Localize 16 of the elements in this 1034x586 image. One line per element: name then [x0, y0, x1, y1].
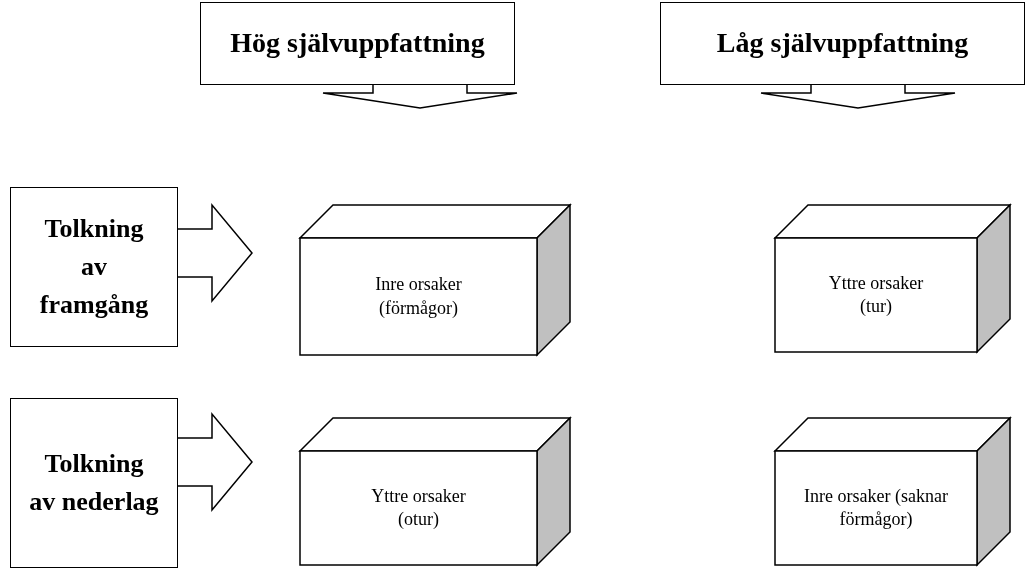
category-box — [10, 187, 178, 347]
box-text: Inre orsaker (förmågor) — [374, 273, 463, 320]
box-label: Tolkning av framgång — [38, 213, 150, 321]
box-label: Låg självuppfattning — [716, 26, 969, 61]
block-arrow — [177, 411, 253, 513]
block-arrow — [760, 84, 956, 109]
box-label: Tolkning av nederlag — [29, 448, 159, 518]
box-text: Yttre orsaker (tur) — [827, 271, 925, 318]
box-label: Hög självuppfattning — [230, 26, 485, 61]
box-text: Yttre orsaker (otur) — [370, 484, 467, 531]
block-arrow — [322, 84, 518, 109]
block-arrow — [177, 202, 253, 304]
header-box — [660, 2, 1025, 85]
box-text: Inre orsaker (saknar förmågor) — [803, 484, 949, 531]
category-box — [10, 398, 178, 568]
header-box — [200, 2, 515, 85]
